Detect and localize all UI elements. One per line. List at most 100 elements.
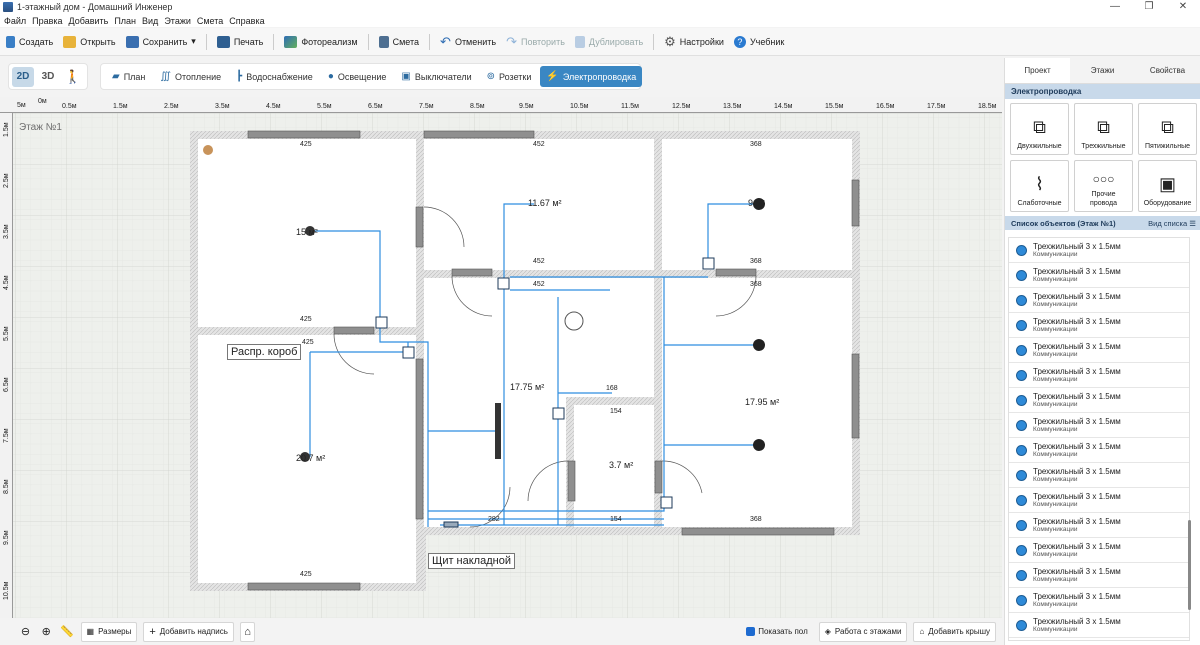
object-list-title: Список объектов (Этаж №1) bbox=[1011, 218, 1116, 228]
two-core-card[interactable]: ⧉Двухжильные bbox=[1010, 103, 1069, 155]
save-dropdown-icon[interactable]: ▾ bbox=[191, 36, 196, 46]
grid-icon: ▦ bbox=[86, 627, 95, 636]
wire-dot-icon bbox=[1016, 244, 1027, 256]
equipment-icon: ▣ bbox=[1158, 174, 1176, 194]
close-button[interactable]: ✕ bbox=[1178, 1, 1188, 12]
menu-file[interactable]: Файл bbox=[4, 15, 27, 26]
list-view-button[interactable]: Вид списка ☰ bbox=[1148, 218, 1196, 228]
tab-properties[interactable]: Свойства bbox=[1135, 58, 1200, 83]
tab-wiring[interactable]: ⚡Электропроводка bbox=[540, 66, 643, 87]
tab-lighting[interactable]: ●Освещение bbox=[327, 71, 387, 82]
print-button[interactable]: Печать bbox=[216, 35, 263, 48]
duplicate-button[interactable]: Дублировать bbox=[574, 35, 643, 48]
tab-water[interactable]: ┣Водоснабжение bbox=[236, 71, 313, 82]
save-button[interactable]: Сохранить▾ bbox=[125, 35, 196, 48]
wire-dot-icon bbox=[1016, 494, 1027, 506]
undo-button[interactable]: ↶Отменить bbox=[440, 33, 497, 49]
sizes-button[interactable]: ▦Размеры bbox=[80, 621, 138, 642]
object-list-header: Список объектов (Этаж №1) Вид списка ☰ bbox=[1005, 216, 1200, 230]
other-wires-card[interactable]: ○○○Прочие провода bbox=[1074, 160, 1133, 212]
mode-2d-button[interactable]: 2D bbox=[12, 66, 34, 87]
tab-switches[interactable]: ▣Выключатели bbox=[401, 71, 472, 82]
menu-estimate[interactable]: Смета bbox=[196, 15, 224, 26]
toolbar-separator bbox=[653, 33, 655, 50]
show-floor-toggle[interactable]: Показать пол bbox=[741, 622, 813, 642]
floor-plan-drawing[interactable] bbox=[0, 97, 1002, 618]
toolbar-separator bbox=[273, 33, 275, 50]
windows[interactable] bbox=[247, 130, 860, 591]
add-roof-button[interactable]: ⌂Добавить крышу bbox=[913, 621, 996, 642]
maximize-button[interactable]: ❐ bbox=[1144, 1, 1154, 12]
wire-dot-icon bbox=[1016, 569, 1027, 581]
zoom-out-button[interactable]: ⊖ bbox=[18, 622, 33, 642]
low-current-card[interactable]: ⌇Слаботочные bbox=[1010, 160, 1069, 212]
wire-dot-icon bbox=[1016, 419, 1027, 431]
add-label-button[interactable]: +Добавить надпись bbox=[143, 621, 234, 642]
dimension-label: 282 bbox=[488, 516, 500, 523]
room-area: 11.67 м² bbox=[528, 198, 562, 208]
light-fixtures[interactable] bbox=[300, 198, 765, 462]
five-core-card[interactable]: ⧉Пятижильные bbox=[1138, 103, 1197, 155]
scrollbar-thumb[interactable] bbox=[1188, 520, 1191, 610]
three-core-card[interactable]: ⧉Трехжильные bbox=[1074, 103, 1133, 155]
tab-project[interactable]: Проект bbox=[1005, 58, 1070, 83]
menu-view[interactable]: Вид bbox=[142, 15, 159, 26]
menu-floors[interactable]: Этажи bbox=[164, 15, 191, 26]
tab-sockets[interactable]: ⊚Розетки bbox=[486, 71, 532, 82]
minimize-button[interactable]: — bbox=[1110, 1, 1120, 12]
wire-dot-icon bbox=[1016, 269, 1027, 281]
tutorial-button[interactable]: ?Учебник bbox=[733, 35, 784, 48]
plan-canvas[interactable]: 5м 0м 0.5м 1.5м 2.5м 3.5м 4.5м 5.5м 6.5м… bbox=[0, 97, 1002, 618]
toolbar-separator bbox=[429, 33, 431, 50]
open-button[interactable]: Открыть bbox=[63, 35, 116, 48]
tab-heating[interactable]: ∭Отопление bbox=[160, 71, 222, 82]
menu-add[interactable]: Добавить bbox=[68, 15, 109, 26]
menu-edit[interactable]: Правка bbox=[32, 15, 63, 26]
create-button[interactable]: Создать bbox=[6, 35, 53, 48]
menu-help[interactable]: Справка bbox=[229, 15, 265, 26]
lightbulb-icon: ● bbox=[327, 71, 334, 82]
tab-plan[interactable]: ▰План bbox=[112, 71, 146, 82]
floors-work-button[interactable]: ◈Работа с этажами bbox=[818, 621, 908, 642]
room-area: 9 м² bbox=[748, 198, 765, 208]
estimate-button[interactable]: Смета bbox=[378, 35, 419, 48]
zoom-in-button[interactable]: ⊕ bbox=[39, 622, 54, 642]
equipment-card[interactable]: ▣Оборудование bbox=[1138, 160, 1197, 212]
photo-icon bbox=[284, 35, 298, 48]
wiring[interactable] bbox=[309, 203, 760, 527]
menu-plan[interactable]: План bbox=[114, 15, 137, 26]
home-button[interactable]: ⌂ bbox=[239, 621, 256, 642]
app-icon bbox=[3, 2, 13, 12]
walk-mode-icon[interactable]: 🚶 bbox=[64, 68, 82, 84]
plan-icon: ▰ bbox=[112, 71, 120, 82]
switch-icon: ▣ bbox=[401, 71, 411, 82]
list-scrollbar[interactable] bbox=[1187, 240, 1193, 640]
redo-button[interactable]: ↷Повторить bbox=[506, 33, 565, 49]
junction-boxes[interactable] bbox=[375, 257, 715, 528]
settings-button[interactable]: ⚙Настройки bbox=[664, 33, 724, 49]
photorealism-button[interactable]: Фотореализм bbox=[284, 35, 358, 48]
tab-floors[interactable]: Этажи bbox=[1070, 58, 1135, 83]
redo-icon: ↷ bbox=[506, 33, 517, 49]
mode-3d-button[interactable]: 3D bbox=[41, 71, 55, 82]
ruler-vertical: 1.5м 2.5м 3.5м 4.5м 5.5м 6.5м 7.5м 8.5м … bbox=[0, 113, 13, 618]
ruler-tool-button[interactable]: 📏 bbox=[60, 622, 75, 642]
checkbox-icon[interactable] bbox=[746, 627, 756, 636]
